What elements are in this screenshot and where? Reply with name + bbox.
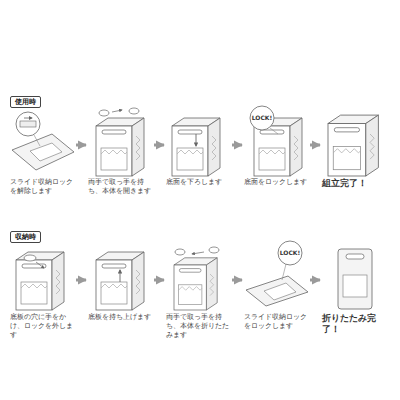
step-caption: スライド収納ロックを解除します — [10, 178, 74, 196]
step-arrow — [310, 144, 320, 147]
step-caption: スライド収納ロックをロックします — [244, 313, 308, 331]
step-caption: 底面を下ろします — [166, 178, 230, 187]
lock-callout: LOCK! — [276, 249, 304, 257]
step-caption: 底面をロックします — [244, 178, 308, 187]
lock-callout: LOCK! — [248, 114, 276, 122]
step-arrow — [310, 279, 320, 282]
step-arrow — [154, 144, 164, 147]
mode-label: 使用時 — [15, 98, 36, 106]
step-caption: 底板を持ち上げます — [88, 313, 152, 322]
step-arrow — [232, 144, 242, 147]
step-panel: 底面を下ろします — [166, 108, 230, 187]
step-arrow — [232, 279, 242, 282]
step-caption: 折りたたみ完了！ — [322, 313, 386, 335]
step-panel: 両手で取っ手を持ち、本体を折りたたみます — [166, 243, 230, 340]
mode-tag: 使用時 — [10, 96, 41, 108]
step-panel: 底板の穴に手をかけ、ロックを外します — [10, 243, 74, 340]
step-caption: 組立完了！ — [322, 178, 386, 189]
step-arrow — [76, 279, 86, 282]
step-arrow — [76, 144, 86, 147]
step-panel: 底板を持ち上げます — [88, 243, 152, 322]
step-arrow — [154, 279, 164, 282]
step-panel: 両手で取っ手を持ち、本体を開きます — [88, 108, 152, 196]
step-caption: 底板の穴に手をかけ、ロックを外します — [10, 313, 74, 340]
mode-label: 収納時 — [15, 233, 36, 241]
step-caption: 両手で取っ手を持ち、本体を開きます — [88, 178, 152, 196]
step-panel: 折りたたみ完了！ — [322, 243, 386, 335]
step-caption: 両手で取っ手を持ち、本体を折りたたみます — [166, 313, 230, 340]
mode-tag: 収納時 — [10, 231, 41, 243]
step-panel: 組立完了！ — [322, 108, 386, 189]
step-panel: スライド収納ロックを解除します — [10, 108, 74, 196]
step-panel: スライド収納ロックをロックします — [244, 243, 308, 331]
